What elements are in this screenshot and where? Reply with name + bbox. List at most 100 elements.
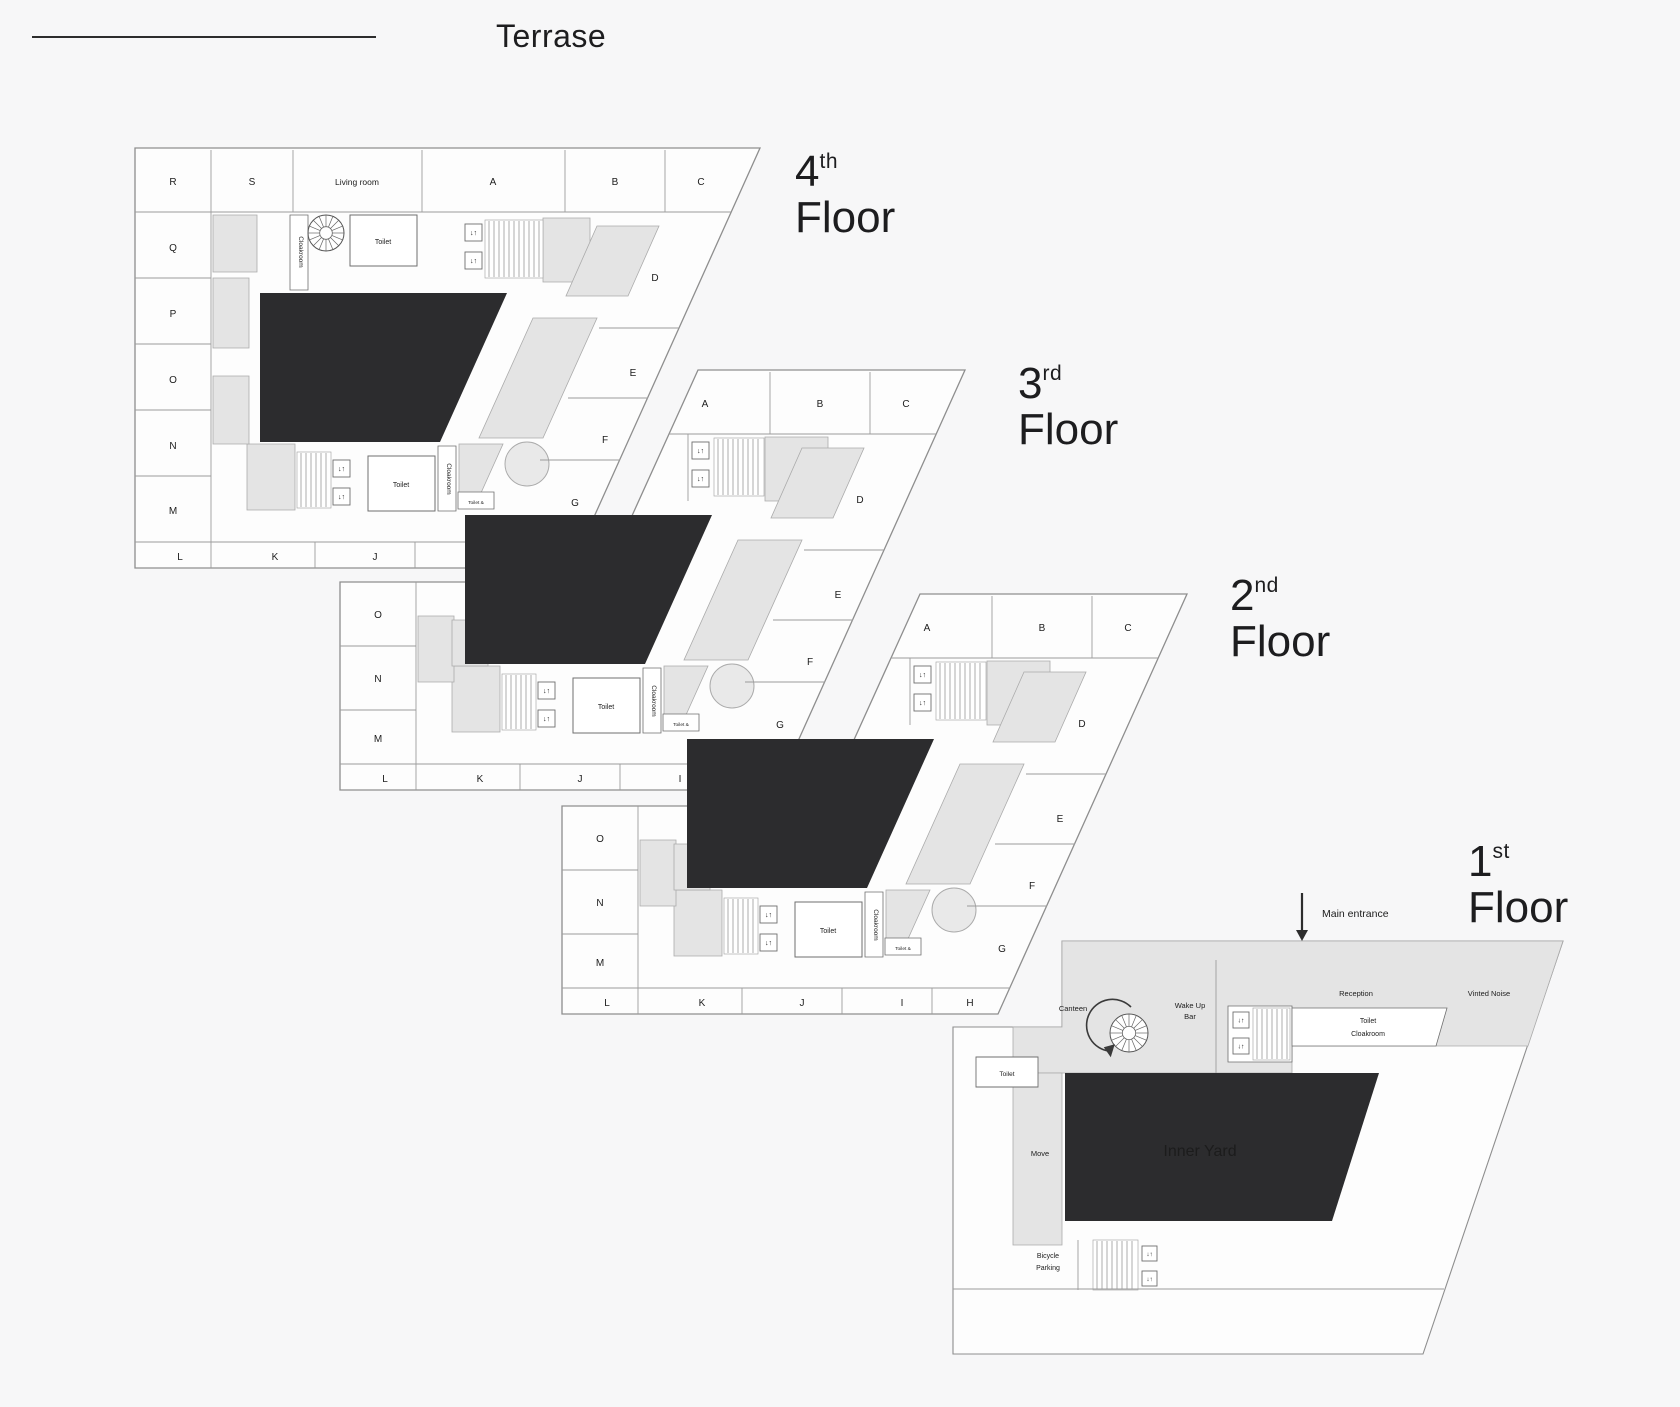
room-label-o: O: [374, 610, 382, 621]
wake-up-bar-label: Bar: [1184, 1012, 1196, 1021]
service-strip-block: [683, 539, 803, 661]
toilet-annex-label: Toilet &: [673, 722, 690, 728]
toilet-label: Toilet: [375, 239, 391, 246]
spiral-staircase-icon: [313, 237, 322, 246]
spiral-direction-arrowhead: [1103, 1044, 1115, 1058]
room-label-o: O: [596, 834, 604, 845]
elevator-icon: ↓↑: [697, 447, 704, 455]
main-entrance-label: Main entrance: [1322, 908, 1389, 920]
room-label-g: G: [998, 944, 1006, 955]
spiral-staircase-icon: [330, 237, 339, 246]
elevator-icon: [913, 693, 932, 712]
floor-number: 3: [1018, 359, 1043, 408]
elevator-icon: ↓↑: [765, 939, 772, 947]
elevator-icon: [1141, 1245, 1158, 1262]
spiral-staircase-icon: [1115, 1037, 1125, 1047]
cloakroom-strip: [642, 667, 662, 734]
elevator-icon: ↓↑: [543, 715, 550, 723]
main-entrance-arrow: [1296, 930, 1308, 941]
stair-core-block: [673, 889, 723, 957]
move-label: Move: [1031, 1149, 1049, 1158]
room-label-k: K: [477, 774, 484, 785]
room-label-b: B: [1039, 623, 1046, 634]
elevator-icon: ↓↑: [919, 671, 926, 679]
cloakroom-strip: [437, 445, 457, 512]
vinted-noise-label: Vinted Noise: [1468, 989, 1510, 998]
elevator-icon: [332, 487, 351, 506]
elevator-icon: [1232, 1011, 1250, 1029]
room-label-n: N: [596, 898, 603, 909]
floor-word: Floor: [795, 193, 896, 242]
inner-yard: [465, 515, 712, 664]
stairs-icon: [501, 673, 537, 731]
room-label-n: N: [374, 674, 381, 685]
room-label-c: C: [697, 177, 704, 188]
inner-yard: [260, 293, 507, 442]
elevator-icon: ↓↑: [1146, 1276, 1152, 1283]
room-label-d: D: [651, 273, 658, 284]
toilet-cloakroom-label: Toilet: [1360, 1018, 1376, 1025]
spiral-staircase-icon: [1131, 1039, 1137, 1051]
terrase-legend: Terrase: [32, 18, 606, 55]
room-label-n: N: [169, 441, 176, 452]
toilet-cloakroom-label: Cloakroom: [1351, 1031, 1385, 1038]
spiral-staircase-icon: [1115, 1019, 1125, 1029]
elevator-icon: [1141, 1270, 1158, 1287]
room-label-m: M: [374, 734, 382, 745]
floor-3: ↓↑↓↑↓↑↓↑ABCDEFGONMLKJIHToiletCloakroomTo…: [339, 369, 967, 791]
service-block: [417, 615, 455, 683]
floor-label-4th: 4th Floor: [795, 150, 895, 240]
round-core: [504, 441, 550, 487]
elevator-icon: [1232, 1037, 1250, 1055]
service-block: [212, 375, 250, 445]
room-label-e: E: [630, 368, 637, 379]
room-label-p: P: [170, 309, 177, 320]
elevator-icon: [759, 905, 778, 924]
spiral-staircase-icon: [1135, 1025, 1147, 1031]
floor-label-1st: 1st Floor: [1468, 840, 1568, 930]
spiral-staircase-icon: [331, 235, 343, 241]
elevator-icon: [759, 933, 778, 952]
cloakroom-label: Cloakroom: [297, 236, 304, 267]
room-label-a: A: [490, 177, 497, 188]
bicycle-parking-label: Bicycle: [1037, 1253, 1059, 1260]
room-label-s: S: [249, 177, 256, 188]
stair-core-block: [212, 214, 258, 273]
toilet-label: Toilet: [393, 482, 409, 489]
elevator-icon: ↓↑: [697, 475, 704, 483]
floor-label-2nd: 2nd Floor: [1230, 574, 1330, 664]
wake-up-bar-label: Wake Up: [1175, 1001, 1206, 1010]
move-room: [1012, 1072, 1063, 1246]
room-label-living-room: Living room: [335, 177, 379, 187]
elevator-icon: [537, 681, 556, 700]
toilet-annex-label: Toilet &: [895, 946, 912, 952]
spiral-staircase-icon: [1133, 1037, 1143, 1047]
room-label-f: F: [602, 435, 608, 446]
cloakroom-label: Cloakroom: [872, 909, 879, 940]
toilet-label: Toilet: [999, 1071, 1014, 1078]
room-label-o: O: [169, 375, 177, 386]
stairs-icon: [713, 437, 765, 497]
toilet-annex-label: Toilet &: [468, 500, 485, 506]
spiral-staircase-icon: [1133, 1019, 1143, 1029]
room-label-k: K: [272, 552, 279, 563]
room-label-a: A: [924, 623, 931, 634]
stairs-icon: [935, 661, 987, 721]
elevator-icon: [332, 459, 351, 478]
room-label-l: L: [604, 998, 610, 1009]
floor-ordinal-suffix: st: [1492, 840, 1510, 863]
room-label-g: G: [571, 498, 579, 509]
spiral-staircase-icon: [1111, 1025, 1123, 1031]
floor-ordinal-suffix: nd: [1254, 574, 1279, 597]
room-label-c: C: [1124, 623, 1131, 634]
floor-number: 4: [795, 147, 820, 196]
elevator-icon: ↓↑: [1146, 1251, 1152, 1258]
room-label-b: B: [612, 177, 619, 188]
room-label-e: E: [835, 590, 842, 601]
floor-word: Floor: [1468, 883, 1569, 932]
elevator-icon: ↓↑: [338, 493, 345, 501]
